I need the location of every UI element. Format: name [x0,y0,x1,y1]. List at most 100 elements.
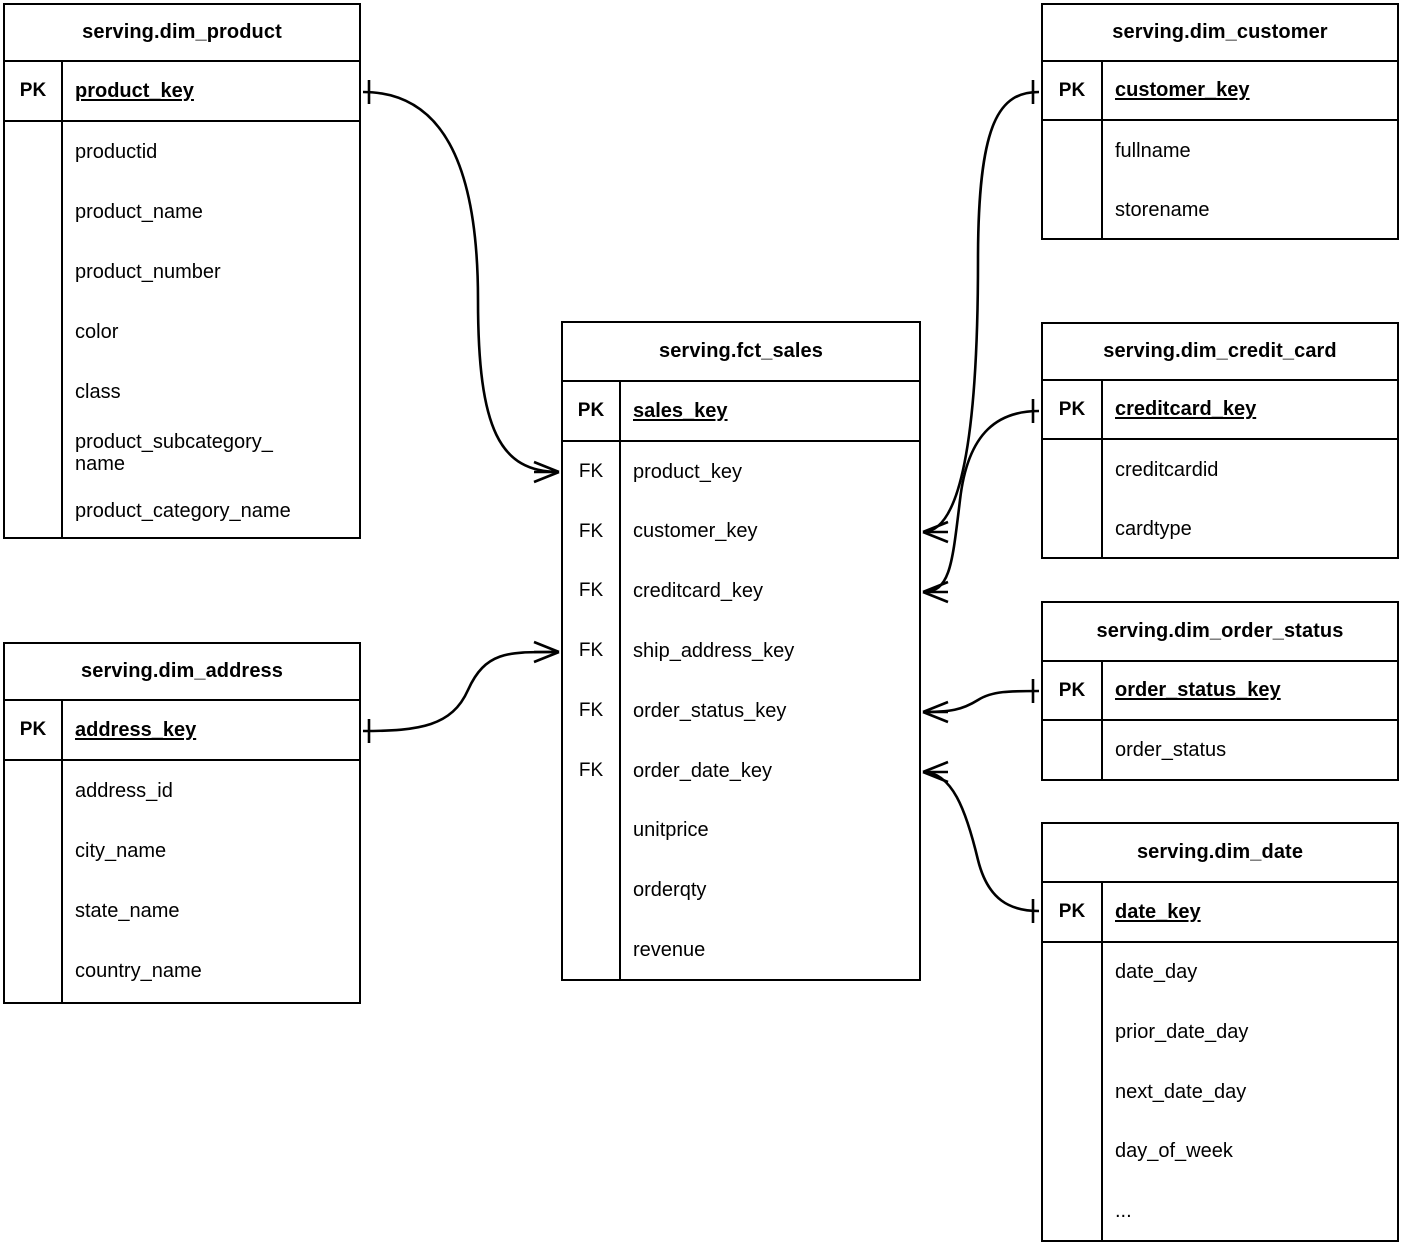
key-cell [1043,1122,1101,1182]
fk-badge-creditcard-key: FK [578,580,604,602]
column-date-key: date_key [1103,883,1397,943]
column-storename: storename [1115,198,1210,221]
key-cell [5,182,61,242]
column-orderqty: orderqty [633,879,707,902]
fk-badge-order-date-key: FK [578,759,604,781]
column-sales-key: sales_key [621,382,919,442]
crowsfoot-fct-sales-product [533,460,560,484]
column-class: class [75,380,121,403]
crowsfoot-fct-sales-creditcard [922,580,949,604]
column-productid: productid [75,140,158,163]
entity-dim-order-status[interactable]: serving.dim_order_status PK order_status… [1041,601,1399,781]
entity-title-fct-sales: serving.fct_sales [658,340,823,362]
fk-badge-product-key: FK [578,460,604,482]
entity-title-dim-address: serving.dim_address [81,660,283,682]
key-cell [1043,440,1101,499]
entity-title-dim-customer: serving.dim_customer [1112,21,1328,43]
pk-badge-dim-customer: PK [1043,62,1101,122]
pk-badge-fct-sales: PK [563,382,619,442]
column-address-key: address_key [63,701,359,761]
key-cell [563,801,619,861]
crowsfoot-fct-sales-shipaddress [533,640,560,664]
column-creditcardid: creditcardid [1115,458,1219,481]
column-product-subcategory-name: product_subcategory_ name [75,430,273,475]
column-address-id: address_id [75,779,173,802]
entity-dim-product[interactable]: serving.dim_product PK product_key produ… [3,3,361,539]
column-ellipsis: ... [1115,1200,1132,1222]
pk-badge-dim-order-status: PK [1043,662,1101,722]
column-product-key: product_key [63,62,359,122]
entity-title-dim-product: serving.dim_product [82,21,282,43]
crowsfoot-fct-sales-orderstatus [922,700,949,724]
pk-badge-dim-date: PK [1043,883,1101,943]
fk-badge-customer-key: FK [578,520,604,542]
key-cell [5,941,61,1001]
key-cell [5,484,61,538]
column-next-date-day: next_date_day [1115,1080,1247,1103]
crowsfoot-fct-sales-customer [922,520,949,544]
column-city-name: city_name [75,839,167,862]
column-creditcard-key: creditcard_key [633,580,764,603]
entity-dim-date[interactable]: serving.dim_date PK date_key date_day pr… [1041,822,1399,1242]
key-cell [1043,721,1101,780]
key-cell [1043,181,1101,239]
entity-title-dim-date: serving.dim_date [1136,841,1304,863]
edge-dim-address-to-fct-sales [362,640,560,743]
column-prior-date-day: prior_date_day [1115,1020,1249,1043]
key-cell [563,920,619,980]
column-unitprice: unitprice [633,819,709,842]
column-creditcard-key: creditcard_key [1103,381,1397,441]
pk-badge-dim-credit-card: PK [1043,381,1101,441]
edge-dim-order-status-to-fct-sales [922,679,1040,724]
key-cell [1043,1062,1101,1122]
key-cell [5,881,61,941]
key-cell [5,422,61,484]
column-fullname: fullname [1115,139,1191,162]
pk-badge-dim-product: PK [5,62,61,122]
fk-badge-ship-address-key: FK [578,640,604,662]
column-product-key: product_key [633,460,742,483]
entity-fct-sales[interactable]: serving.fct_sales PK FK FK FK FK FK FK s… [561,321,921,981]
column-revenue: revenue [633,938,706,961]
column-customer-key: customer_key [1103,62,1397,122]
edge-dim-customer-to-fct-sales [922,80,1040,544]
entity-title-dim-credit-card: serving.dim_credit_card [1103,340,1337,362]
key-cell [5,242,61,302]
edge-dim-credit-card-to-fct-sales [922,399,1040,604]
crowsfoot-fct-sales-orderdate [922,760,949,784]
key-cell [5,302,61,362]
key-cell [5,122,61,182]
column-ship-address-key: ship_address_key [633,639,795,662]
entity-dim-address[interactable]: serving.dim_address PK address_key addre… [3,642,361,1004]
edge-dim-date-to-fct-sales [922,760,1040,923]
column-product-name: product_name [75,200,203,223]
column-date-day: date_day [1115,961,1198,984]
column-color: color [75,320,119,343]
column-cardtype: cardtype [1115,517,1192,540]
entity-dim-credit-card[interactable]: serving.dim_credit_card PK creditcard_ke… [1041,322,1399,559]
key-cell [5,362,61,422]
key-cell [5,761,61,821]
key-cell [1043,1002,1101,1062]
pk-badge-dim-address: PK [5,701,61,761]
column-order-date-key: order_date_key [633,759,772,782]
column-order-status-key: order_status_key [1103,662,1397,722]
key-cell [1043,121,1101,180]
key-cell [1043,1181,1101,1241]
column-day-of-week: day_of_week [1115,1140,1233,1163]
key-cell [563,860,619,920]
column-order-status: order_status [1115,739,1227,762]
entity-dim-customer[interactable]: serving.dim_customer PK customer_key ful… [1041,3,1399,240]
key-cell [1043,943,1101,1003]
column-product-category-name: product_category_name [75,499,291,522]
column-order-status-key: order_status_key [633,699,787,722]
column-customer-key: customer_key [633,520,758,543]
key-cell [1043,500,1101,558]
fk-badge-order-status-key: FK [578,699,604,721]
key-cell [5,821,61,881]
column-country-name: country_name [75,959,202,982]
column-state-name: state_name [75,899,180,922]
edge-dim-product-to-fct-sales [362,80,560,484]
column-product-number: product_number [75,260,221,283]
